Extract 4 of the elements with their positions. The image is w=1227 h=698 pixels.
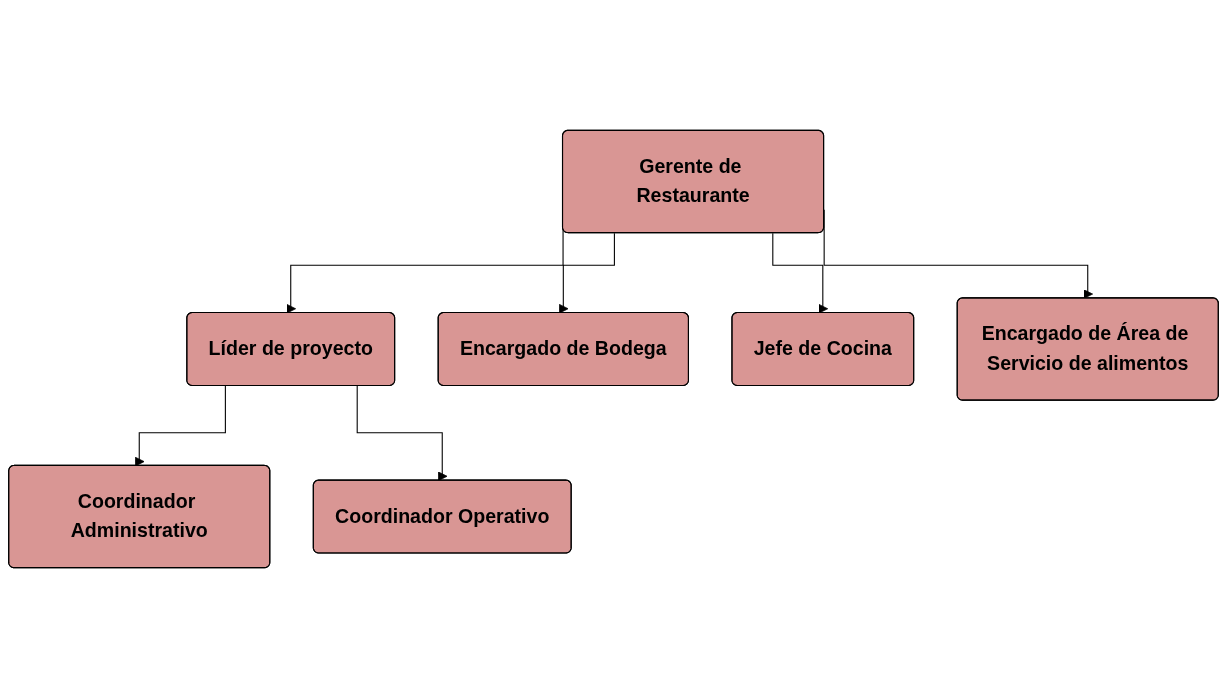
arrow: [134, 385, 226, 467]
arrow: [356, 385, 448, 482]
arrow: [559, 232, 615, 314]
arrow: [772, 232, 829, 314]
